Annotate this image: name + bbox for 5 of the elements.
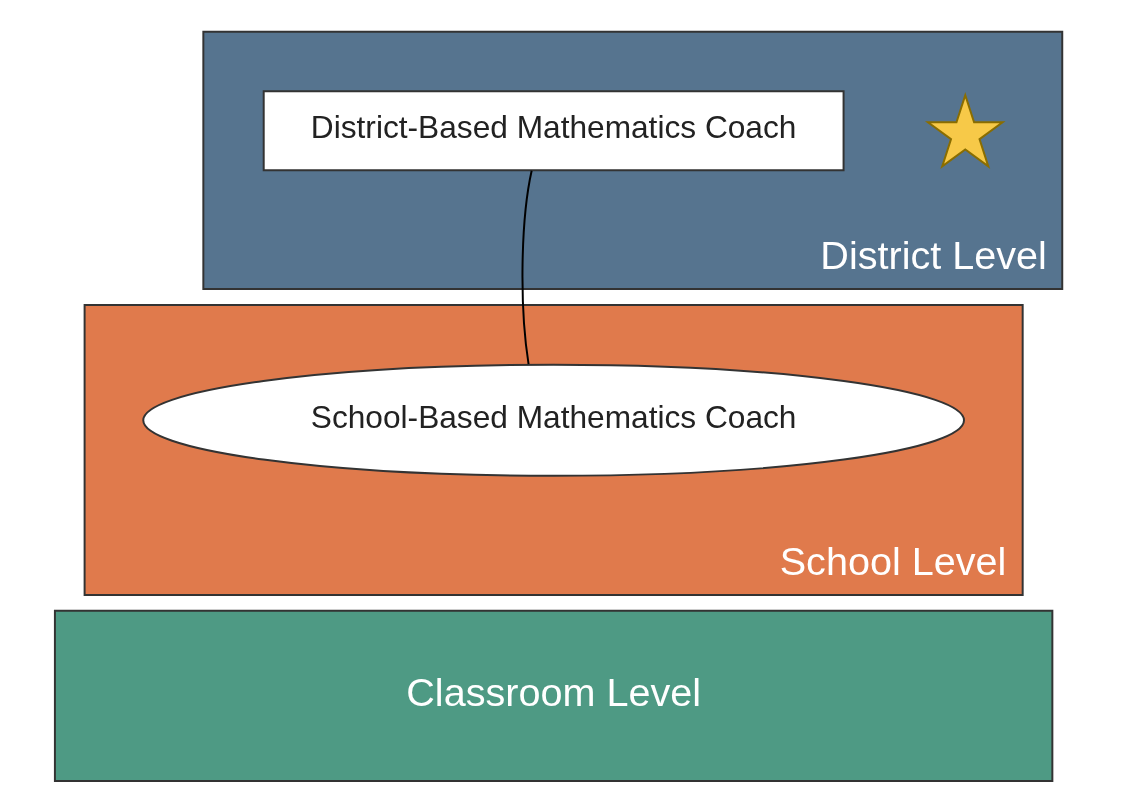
node-ellipse: School-Based Mathematics Coach [142, 363, 965, 477]
node-box: District-Based Mathematics Coach [262, 90, 845, 172]
connector [521, 169, 533, 366]
node-star [924, 91, 1006, 169]
node-box: Classroom Level [53, 609, 1054, 782]
